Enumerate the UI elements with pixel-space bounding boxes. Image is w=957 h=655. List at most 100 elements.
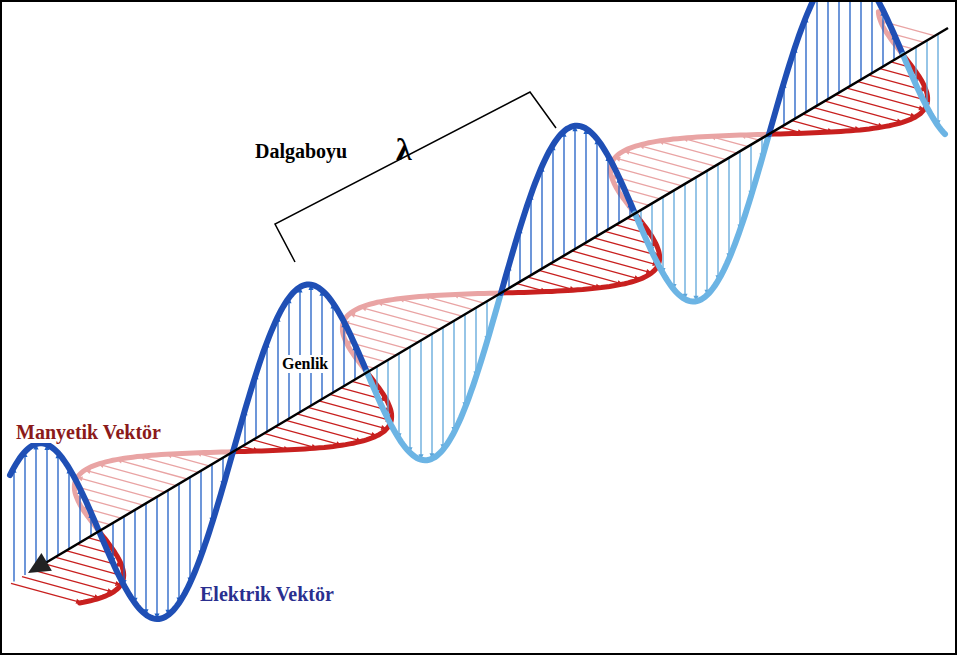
electric-arrow: [167, 490, 168, 615]
electric-arrow: [398, 353, 399, 438]
magnetic-wave: [233, 372, 392, 451]
electric-arrow: [310, 285, 311, 406]
electric-arrow: [662, 197, 663, 273]
magnetic-wave: [74, 452, 233, 531]
electric-arrow: [420, 340, 421, 459]
magnetic-arrow: [803, 114, 860, 130]
electric-label: Elektrik Vektör: [198, 583, 336, 605]
magnetic-arrow: [11, 583, 81, 602]
electric-arrow: [13, 467, 14, 581]
magnetic-arrow: [399, 299, 462, 316]
electric-arrow: [838, 2, 839, 93]
electric-wave: [903, 55, 945, 134]
electric-arrow: [277, 316, 278, 425]
amplitude-label: Genlik: [280, 355, 330, 373]
electric-arrow: [79, 489, 80, 543]
electric-arrow: [123, 516, 124, 585]
magnetic-arrow: [286, 420, 362, 441]
magnetic-arrow: [44, 564, 121, 585]
electric-arrow: [816, 2, 817, 106]
magnetic-arrow: [308, 407, 387, 429]
electric-arrow: [299, 287, 300, 412]
electric-arrow: [266, 342, 267, 431]
electric-arrow: [145, 503, 146, 615]
electric-arrow: [871, 2, 872, 73]
electric-arrow: [332, 303, 333, 392]
electric-arrow: [409, 347, 410, 453]
electric-arrow: [706, 171, 707, 295]
electric-arrow: [860, 2, 861, 80]
magnetic-wave: [610, 134, 769, 213]
electric-arrow: [442, 327, 443, 449]
electric-arrow: [343, 322, 344, 386]
propagation-axis: [42, 28, 948, 565]
arrow-head: [28, 553, 52, 573]
electric-arrow: [24, 452, 25, 575]
magnetic-label: Manyetik Vektör: [14, 421, 163, 443]
magnetic-arrow: [539, 270, 601, 287]
magnetic-arrow: [561, 257, 640, 279]
magnetic-wave: [342, 293, 501, 372]
electric-arrow: [387, 360, 388, 419]
magnetic-arrow: [22, 577, 100, 598]
magnetic-arrow: [624, 151, 704, 173]
electric-arrow: [46, 445, 47, 562]
electric-arrow: [35, 444, 36, 568]
electric-arrow: [68, 468, 69, 549]
magnetic-arrow: [275, 427, 342, 445]
magnetic-arrow: [139, 456, 198, 472]
magnetic-arrow: [77, 477, 154, 498]
electric-arrow: [156, 497, 157, 619]
magnetic-arrow: [350, 314, 429, 336]
electric-wave: [10, 443, 98, 529]
magnetic-arrow: [836, 95, 916, 117]
magnetic-arrow: [361, 307, 440, 329]
electric-wave: [501, 126, 635, 293]
electric-wave: [635, 134, 769, 301]
wave-group: [10, 2, 948, 619]
electric-arrow: [882, 10, 883, 66]
magnetic-arrow: [572, 251, 652, 273]
magnetic-arrow: [682, 138, 737, 153]
electric-arrow: [937, 34, 938, 125]
electric-arrow: [563, 131, 564, 255]
electric-wave: [769, 2, 903, 134]
electric-arrow: [321, 290, 322, 399]
electric-arrow: [673, 191, 674, 290]
magnetic-arrow: [615, 158, 693, 180]
magnetic-arrow: [264, 433, 317, 448]
magnetic-arrow: [814, 108, 884, 127]
magnetic-arrow: [297, 414, 377, 436]
magnetic-wave: [769, 55, 928, 134]
electric-arrow: [530, 194, 531, 275]
magnetic-arrow: [550, 264, 623, 284]
electric-arrow: [189, 477, 190, 583]
magnetic-arrow: [825, 101, 902, 122]
electric-arrow: [926, 41, 927, 108]
electric-arrow: [695, 177, 696, 301]
wavelength-bracket: [275, 92, 556, 262]
electric-arrow: [739, 151, 740, 230]
electric-arrow: [453, 321, 454, 433]
electric-wave: [233, 285, 367, 452]
electric-arrow: [541, 166, 542, 268]
electric-arrow: [607, 156, 608, 230]
electric-arrow: [717, 164, 718, 280]
electric-arrow: [805, 17, 806, 112]
magnetic-arrow: [85, 470, 165, 492]
electric-arrow: [552, 145, 553, 262]
electric-arrow: [464, 314, 465, 407]
electric-arrow: [178, 484, 179, 603]
electric-arrow: [200, 471, 201, 556]
electric-arrow: [596, 139, 597, 236]
electric-arrow: [849, 2, 850, 86]
magnetic-arrow: [377, 302, 451, 322]
electric-arrow: [431, 334, 432, 459]
lambda-symbol: λ: [396, 132, 412, 167]
electric-arrow: [585, 129, 586, 243]
electric-arrow: [684, 184, 685, 299]
electric-arrow: [574, 126, 575, 249]
magnetic-arrow: [98, 464, 176, 485]
